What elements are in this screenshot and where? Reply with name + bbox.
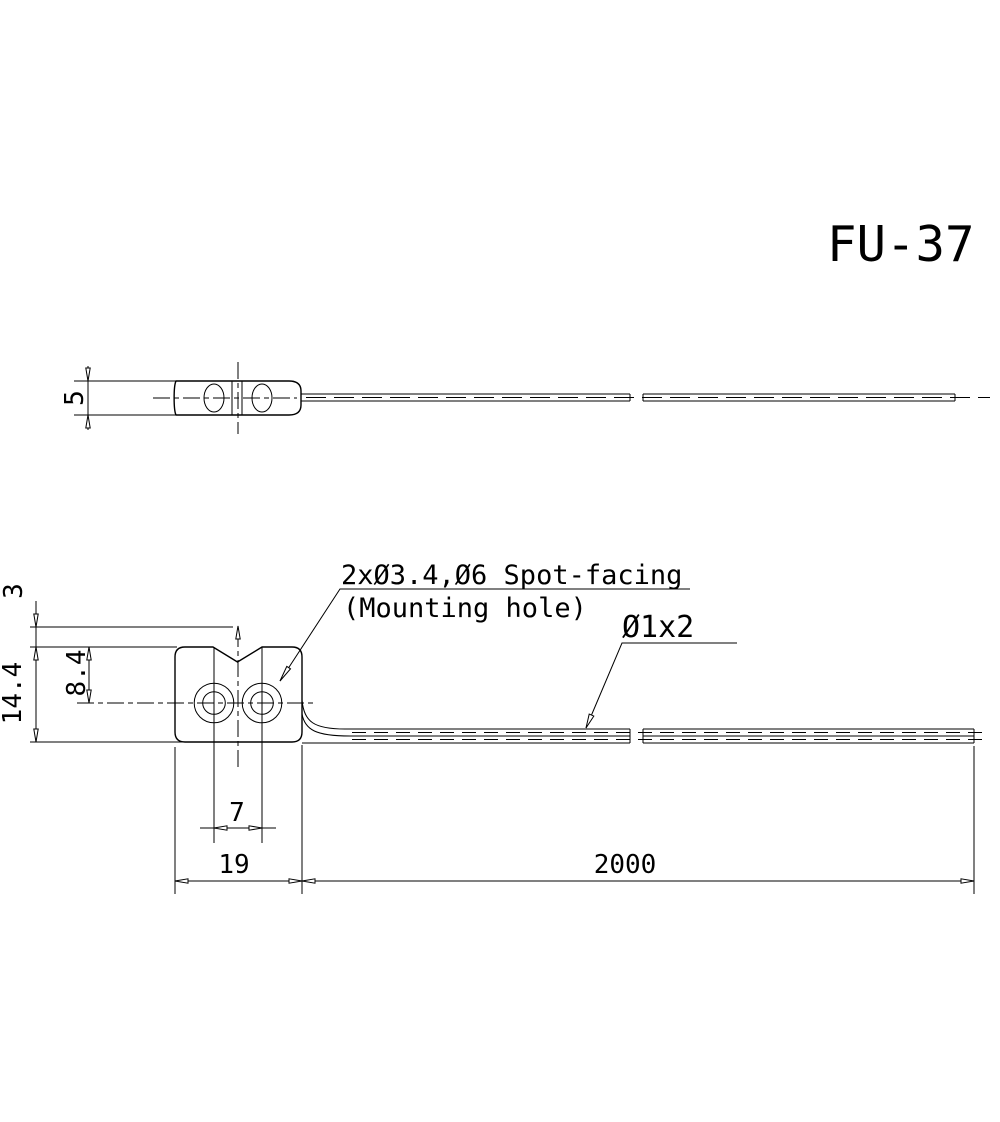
dim-arrow — [33, 646, 39, 661]
spot-facing-note-line2: (Mounting hole) — [343, 593, 587, 624]
side-body-outline — [173, 380, 302, 416]
dim-2000-label: 2000 — [594, 850, 657, 880]
dim-arrow — [960, 878, 975, 884]
dim-3-label: 3 — [0, 583, 29, 599]
dim-arrow — [248, 825, 263, 831]
holes-vertical-centerlines — [213, 647, 263, 843]
dim-arrow — [174, 878, 189, 884]
dim-8-4-label: 8.4 — [62, 650, 92, 697]
dim-arrow — [85, 414, 91, 429]
cable-plan-segment2 — [642, 728, 975, 744]
leader-spot-facing — [279, 588, 690, 682]
leader-arrow — [585, 713, 595, 729]
plan-body-outline — [174, 646, 303, 743]
dim-arrow — [86, 689, 92, 704]
dim-arrow — [85, 367, 91, 382]
dim-arrow — [33, 728, 39, 743]
bottom-extension-lines — [174, 745, 975, 894]
dim-19-label: 19 — [218, 850, 249, 880]
dim-7-label: 7 — [229, 798, 245, 828]
spot-facing-note-line1: 2xØ3.4,Ø6 Spot-facing — [341, 560, 682, 591]
dim-arrow — [288, 878, 303, 884]
part-title: FU-37 — [827, 216, 975, 273]
dim-5-label: 5 — [60, 390, 90, 406]
fiber-diameter-label: Ø1x2 — [622, 610, 694, 645]
side-notch-edges — [231, 381, 243, 415]
dim-arrow — [301, 878, 316, 884]
plan-view: 2xØ3.4,Ø6 Spot-facing (Mounting hole) Ø1… — [0, 560, 989, 894]
side-view: 5 — [60, 362, 990, 434]
dim-arrow — [213, 825, 228, 831]
dim-arrow — [33, 613, 39, 628]
dim-arrow — [86, 646, 92, 661]
left-extension-lines — [30, 626, 233, 743]
cable-plan-centerlines — [352, 732, 989, 740]
cable-plan-segment1 — [301, 699, 631, 744]
leader-fiber — [585, 642, 737, 729]
leader-arrow — [279, 665, 292, 682]
side-extension-lines — [74, 380, 176, 416]
notch-axis-arrow — [235, 625, 241, 640]
dim-14-4-label: 14.4 — [0, 662, 28, 725]
